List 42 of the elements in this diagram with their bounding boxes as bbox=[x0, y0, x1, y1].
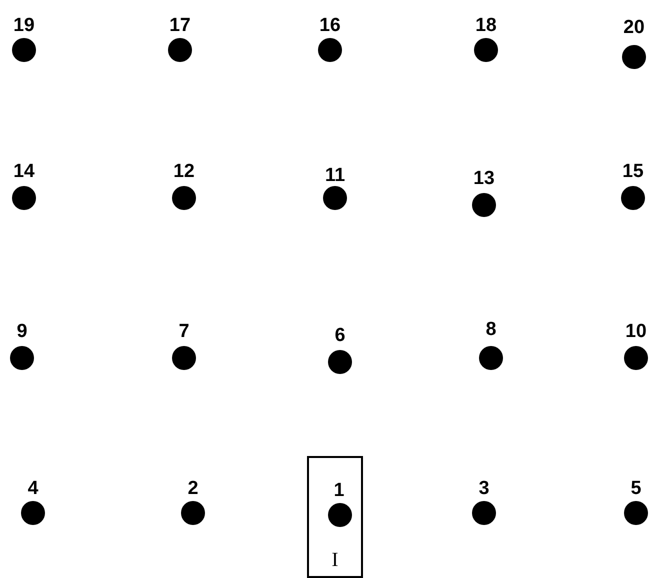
dot bbox=[472, 501, 496, 525]
dot bbox=[323, 186, 347, 210]
point-number: 8 bbox=[486, 320, 496, 339]
dot bbox=[474, 38, 498, 62]
dot bbox=[624, 346, 648, 370]
dot bbox=[12, 186, 36, 210]
point-number: 3 bbox=[478, 479, 490, 498]
dot bbox=[622, 45, 646, 69]
frame-box bbox=[307, 456, 363, 578]
point-number: 13 bbox=[473, 169, 495, 188]
dot bbox=[621, 186, 645, 210]
point-number: 5 bbox=[630, 479, 642, 498]
dot bbox=[472, 193, 496, 217]
dot bbox=[328, 503, 352, 527]
dot bbox=[21, 501, 45, 525]
dot bbox=[328, 350, 352, 374]
dot bbox=[479, 346, 503, 370]
point-number: 9 bbox=[16, 322, 28, 341]
point-number: 19 bbox=[13, 16, 35, 35]
point-number: 17 bbox=[169, 16, 191, 35]
point-number: 18 bbox=[475, 16, 497, 35]
point-number: 15 bbox=[622, 162, 644, 181]
dot bbox=[168, 38, 192, 62]
point-number: 7 bbox=[178, 322, 190, 341]
point-number: 10 bbox=[625, 322, 647, 341]
dot bbox=[318, 38, 342, 62]
point-number: 12 bbox=[173, 162, 195, 181]
point-number: 1 bbox=[334, 481, 344, 500]
dot bbox=[12, 38, 36, 62]
point-number: 14 bbox=[13, 162, 35, 181]
dot bbox=[181, 501, 205, 525]
point-number: 16 bbox=[319, 16, 341, 35]
point-number: 4 bbox=[28, 479, 38, 498]
point-number: 20 bbox=[623, 18, 645, 37]
dot bbox=[172, 346, 196, 370]
dot bbox=[624, 501, 648, 525]
dot bbox=[10, 346, 34, 370]
frame-label: I bbox=[330, 550, 340, 570]
point-number: 2 bbox=[188, 479, 198, 498]
point-number: 11 bbox=[324, 166, 346, 185]
dot bbox=[172, 186, 196, 210]
point-number: 6 bbox=[334, 326, 346, 345]
